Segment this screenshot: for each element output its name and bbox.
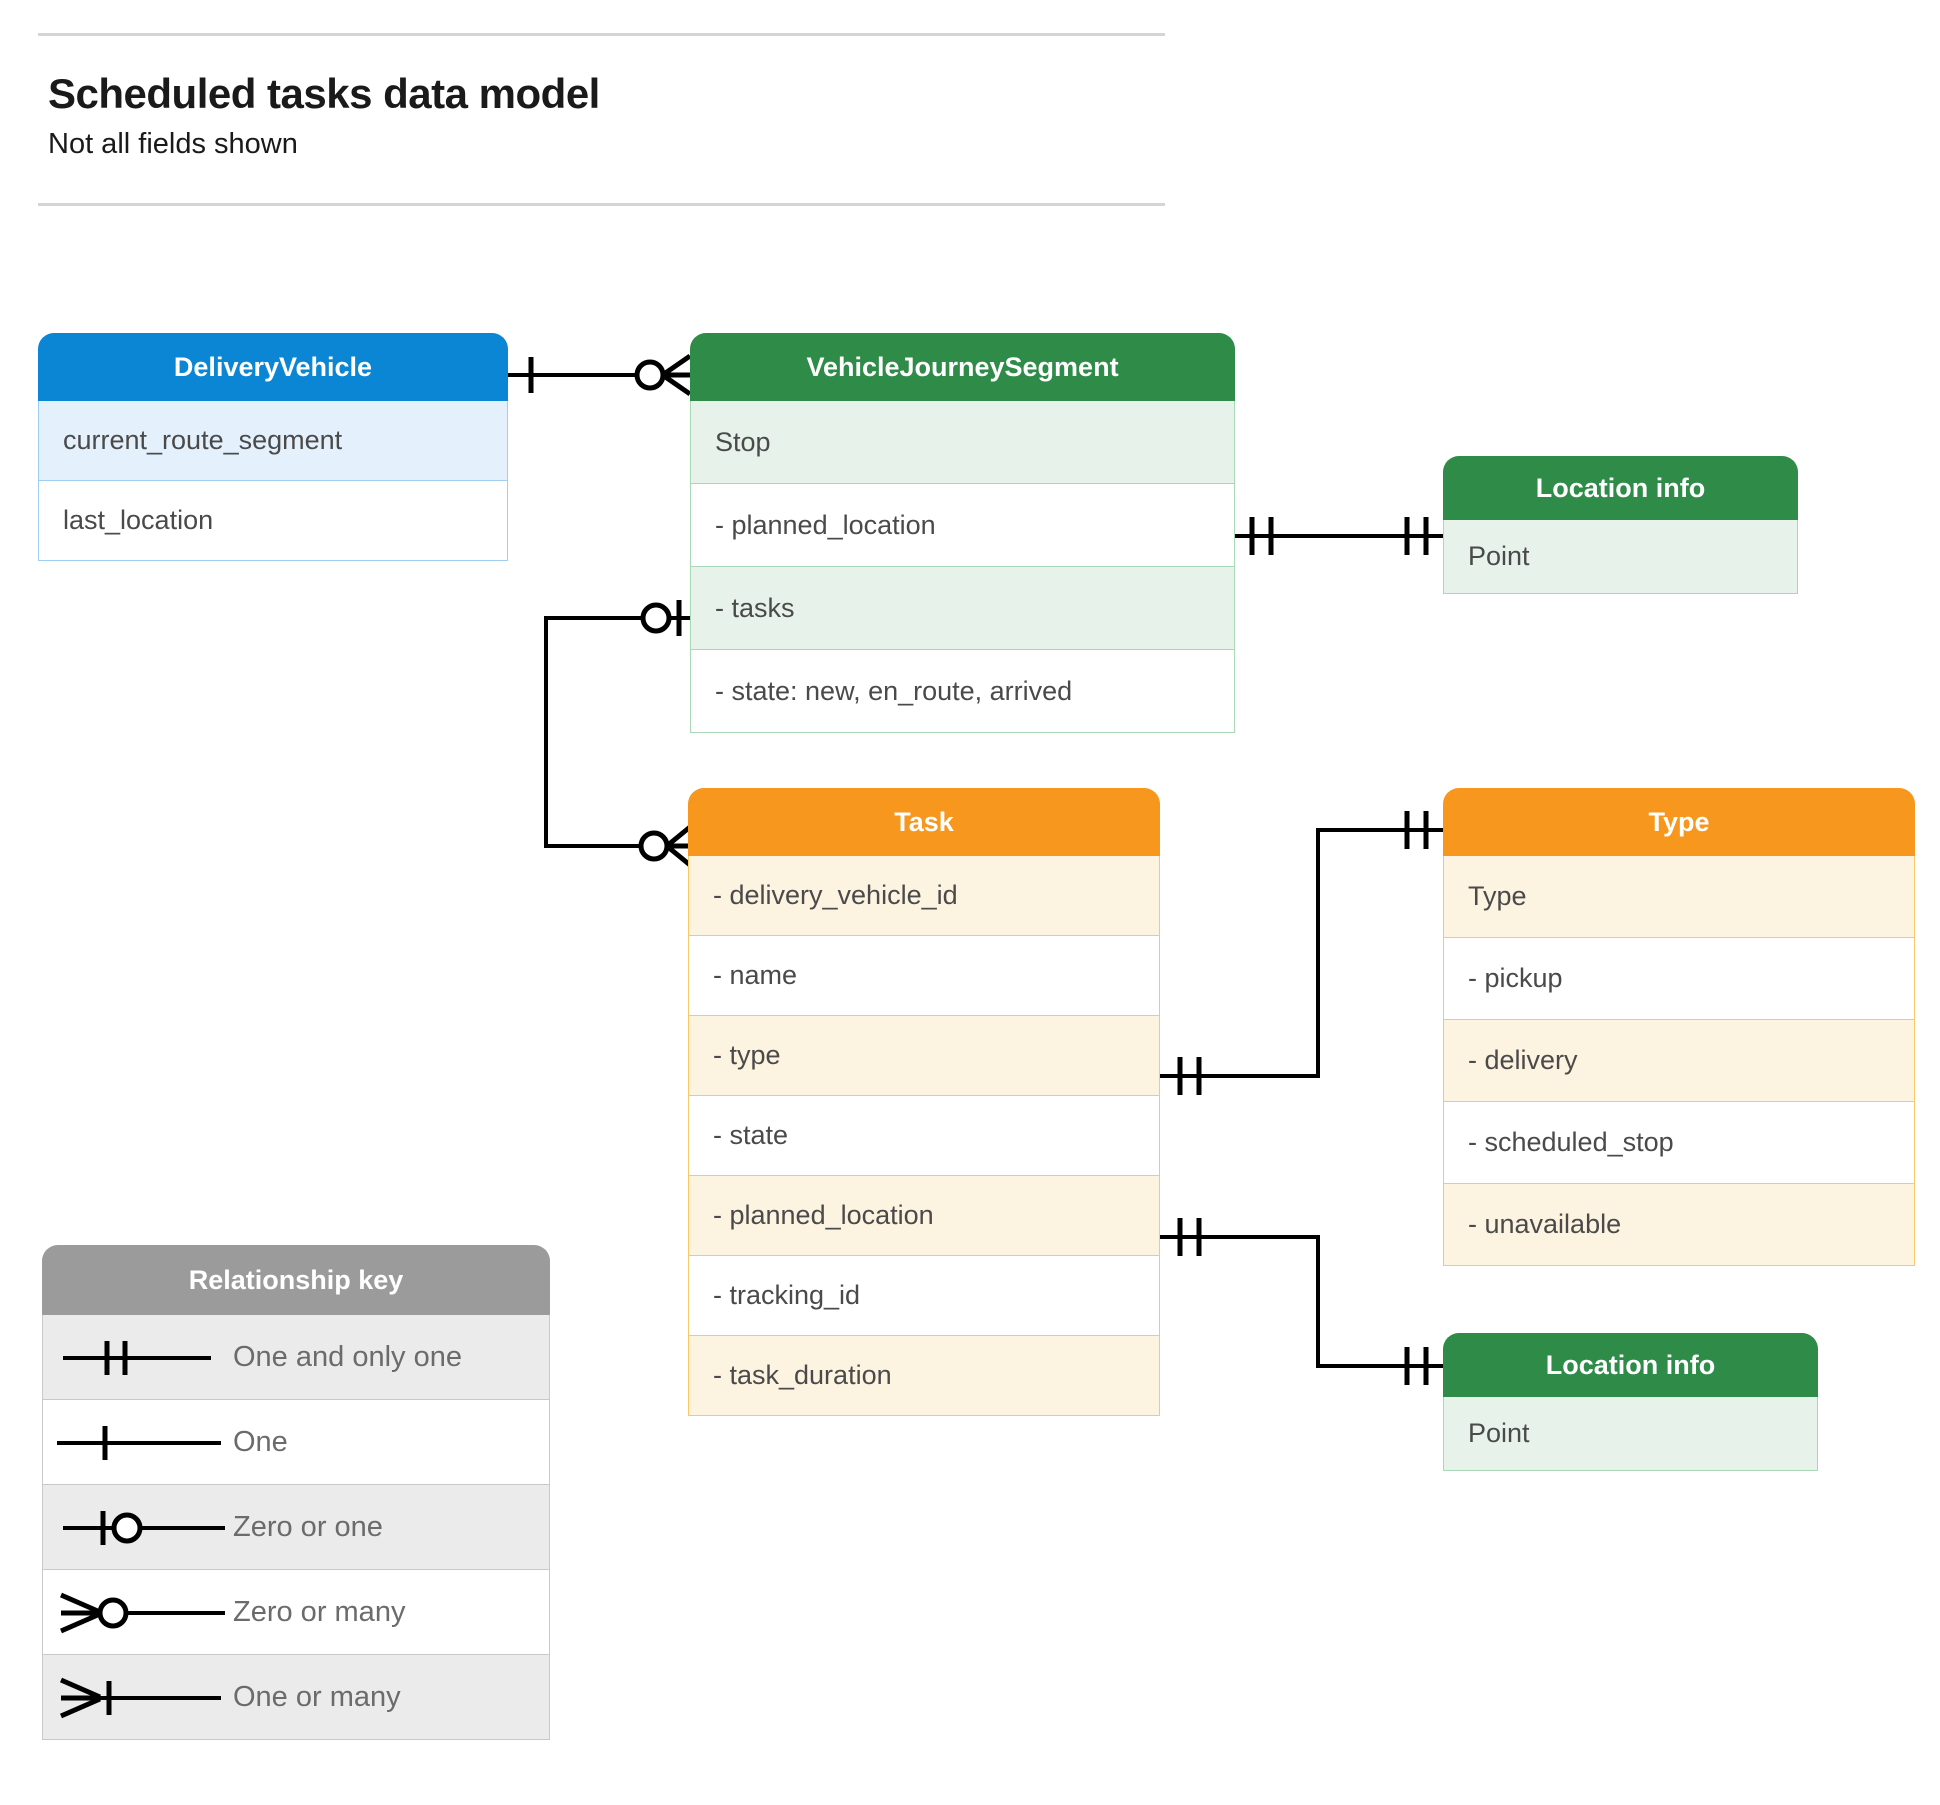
connector-task-locinfo <box>1160 1235 1443 1368</box>
header-rule-bottom <box>38 203 1165 206</box>
one-and-only-one-icon <box>43 1315 233 1400</box>
page-title: Scheduled tasks data model <box>48 70 600 117</box>
entity-field: - planned_location <box>688 1176 1160 1256</box>
legend-item-one-and-only-one: One and only one <box>42 1315 550 1400</box>
relationship-key-legend[interactable]: Relationship key One and only one One <box>42 1245 550 1740</box>
entity-field: - unavailable <box>1443 1184 1915 1266</box>
legend-item-zero-or-many: Zero or many <box>42 1570 550 1655</box>
legend-item-label: Zero or many <box>233 1595 406 1628</box>
entity-field: - tasks <box>690 567 1235 650</box>
entity-title-delivery-vehicle: DeliveryVehicle <box>38 333 508 401</box>
entity-field: - type <box>688 1016 1160 1096</box>
connector-vjs-task <box>544 616 690 848</box>
legend-title: Relationship key <box>42 1245 550 1315</box>
entity-field: Point <box>1443 520 1798 594</box>
entity-field: - name <box>688 936 1160 1016</box>
entity-title-vehicle-journey-segment: VehicleJourneySegment <box>690 333 1235 401</box>
header-rule-top <box>38 33 1165 36</box>
zero-or-one-icon <box>43 1485 233 1570</box>
entity-title-type: Type <box>1443 788 1915 856</box>
entity-field: - delivery_vehicle_id <box>688 856 1160 936</box>
entity-title-task: Task <box>688 788 1160 856</box>
entity-task[interactable]: Task - delivery_vehicle_id - name - type… <box>688 788 1160 1416</box>
one-icon <box>43 1400 233 1485</box>
entity-field: - tracking_id <box>688 1256 1160 1336</box>
legend-item-label: One <box>233 1425 288 1458</box>
entity-field: - task_duration <box>688 1336 1160 1416</box>
entity-title-location-info-top: Location info <box>1443 456 1798 520</box>
entity-field: - state: new, en_route, arrived <box>690 650 1235 733</box>
entity-location-info-bottom[interactable]: Location info Point <box>1443 1333 1818 1471</box>
connector-task-type <box>1160 828 1443 1078</box>
zero-or-many-icon <box>43 1570 233 1655</box>
one-or-many-icon <box>43 1655 233 1740</box>
entity-field: current_route_segment <box>38 401 508 481</box>
entity-field: - delivery <box>1443 1020 1915 1102</box>
entity-delivery-vehicle[interactable]: DeliveryVehicle current_route_segment la… <box>38 333 508 561</box>
legend-item-one-or-many: One or many <box>42 1655 550 1740</box>
legend-item-label: One or many <box>233 1680 401 1713</box>
entity-vehicle-journey-segment[interactable]: VehicleJourneySegment Stop - planned_loc… <box>690 333 1235 733</box>
legend-item-zero-or-one: Zero or one <box>42 1485 550 1570</box>
entity-type[interactable]: Type Type - pickup - delivery - schedule… <box>1443 788 1915 1266</box>
entity-field: - planned_location <box>690 484 1235 567</box>
page-subtitle: Not all fields shown <box>48 128 298 160</box>
entity-title-location-info-bottom: Location info <box>1443 1333 1818 1397</box>
legend-item-one: One <box>42 1400 550 1485</box>
entity-field: Stop <box>690 401 1235 484</box>
entity-field: - pickup <box>1443 938 1915 1020</box>
legend-item-label: One and only one <box>233 1340 462 1373</box>
legend-item-label: Zero or one <box>233 1510 383 1543</box>
entity-field: Point <box>1443 1397 1818 1471</box>
entity-field: - scheduled_stop <box>1443 1102 1915 1184</box>
entity-location-info-top[interactable]: Location info Point <box>1443 456 1798 594</box>
entity-field: Type <box>1443 856 1915 938</box>
entity-field: - state <box>688 1096 1160 1176</box>
entity-field: last_location <box>38 481 508 561</box>
